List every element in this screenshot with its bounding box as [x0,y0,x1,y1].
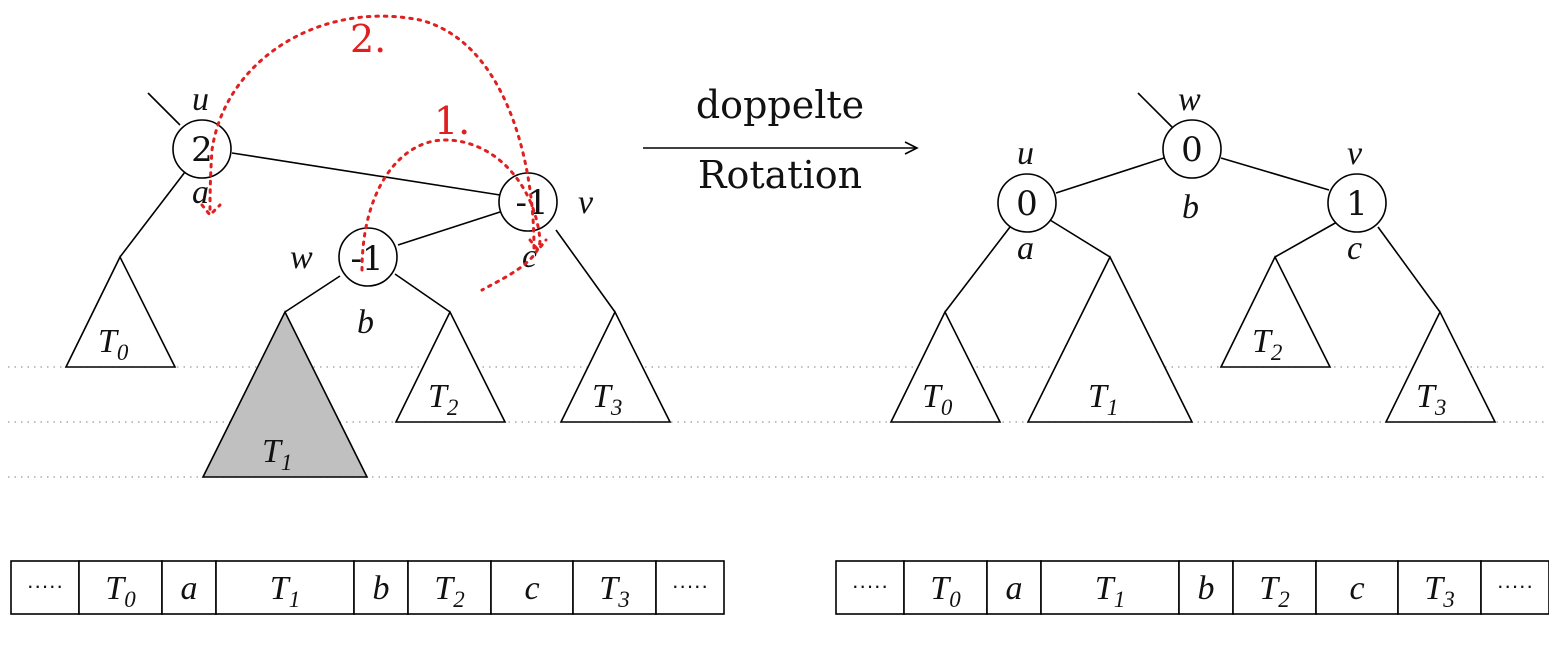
right-seq-cell-3 [1040,560,1180,615]
arrow-label-line2: Rotation [698,153,862,197]
left-subtree-t0 [64,255,177,368]
right-node-w-balance: 0 [1181,130,1203,170]
transformation-arrow: doppelte Rotation [643,83,919,197]
right-t3-label: T3 [1416,378,1446,420]
left-node-w [338,227,398,287]
right-node-v-key: c [1347,230,1362,267]
right-node-w-key: b [1182,189,1199,226]
left-seq-cell-label-6: c [524,570,539,607]
left-subtree-t1 [201,310,369,478]
rotation-arc-2 [208,14,536,250]
edge-parent-w [1137,92,1173,128]
right-seq-cell-6 [1315,560,1399,615]
left-t0-label: T0 [98,323,129,365]
left-seq-cell-0 [10,560,80,615]
left-node-u [172,119,232,179]
left-seq-cell-label-4: b [373,570,390,607]
edge-w-v [1220,157,1330,191]
edge-w-t2 [394,273,451,313]
rotation-annotations: 1. 2. [200,14,548,292]
left-node-w-name: w [290,239,313,276]
right-node-w [1162,119,1222,179]
right-seq-cell-label-0: ····· [852,573,889,598]
left-seq-cell-label-5: T2 [434,570,464,612]
edge-v-t3 [1377,226,1441,313]
right-seq-cell-label-2: a [1006,570,1023,607]
left-tree: T0 T1 T2 T3 2 u a -1 v c -1 w b [64,81,672,478]
right-tree: T0 T1 T2 T3 0 w b 0 u a 1 v c [889,81,1497,423]
right-seq-cell-label-7: T3 [1424,570,1454,612]
right-node-u-name: u [1017,135,1034,172]
left-inorder-sequence: ····· T0 a T1 b T2 c T3 ····· [10,560,725,615]
edge-u-t0 [119,171,186,258]
left-seq-cell-1 [78,560,163,615]
right-inorder-sequence: ····· T0 a T1 b T2 c T3 ····· [835,560,1549,615]
right-seq-cell-label-4: b [1198,570,1215,607]
left-seq-cell-7 [572,560,657,615]
right-seq-cell-label-1: T0 [930,570,961,612]
left-node-v-name: v [578,184,594,221]
left-seq-cell-5 [407,560,492,615]
left-t3-label: T3 [592,378,622,420]
left-subtree-t2 [394,310,507,423]
step-1-label: 1. [434,99,470,143]
left-subtree-t3 [559,310,672,423]
left-seq-cell-2 [161,560,217,615]
left-seq-cell-6 [490,560,574,615]
right-subtree-t1 [1026,255,1194,423]
left-seq-cell-8 [655,560,725,615]
left-node-u-balance: 2 [191,130,213,170]
edge-v-w [397,211,501,246]
right-node-u-balance: 0 [1016,184,1038,224]
right-node-w-name: w [1178,81,1201,118]
left-t1-label: T1 [262,433,292,475]
left-seq-cell-label-8: ····· [672,573,709,598]
left-node-v-key: c [522,238,537,275]
right-subtree-t3 [1384,310,1497,423]
right-seq-cell-7 [1397,560,1482,615]
left-seq-cell-3 [215,560,355,615]
edge-v-t2 [1274,221,1338,258]
edge-w-u [1055,157,1165,194]
left-seq-cell-label-7: T3 [599,570,629,612]
edge-u-t1 [1049,219,1111,258]
right-subtree-t2 [1219,255,1332,368]
left-t2-label: T2 [428,378,458,420]
right-node-u-key: a [1017,230,1034,267]
edge-v-t3 [555,229,616,313]
rotation-arc-1 [360,138,542,292]
left-node-w-balance: -1 [350,239,383,279]
left-node-w-key: b [357,304,374,341]
left-seq-cell-label-0: ····· [27,573,64,598]
left-seq-cell-label-1: T0 [105,570,136,612]
edge-u-t0 [944,226,1011,313]
right-subtree-t0 [889,310,1002,423]
right-node-u [997,173,1057,233]
right-seq-cell-label-5: T2 [1259,570,1289,612]
step-2-label: 2. [350,17,386,61]
right-seq-cell-label-8: ····· [1497,573,1534,598]
left-node-u-name: u [192,81,209,118]
right-seq-cell-4 [1178,560,1234,615]
left-seq-cell-label-2: a [181,570,198,607]
right-t2-label: T2 [1252,323,1282,365]
arrow-head [904,141,919,155]
left-node-u-key: a [192,174,209,211]
right-seq-cell-label-3: T1 [1095,570,1125,612]
left-seq-cell-label-3: T1 [270,570,300,612]
edge-w-t1 [284,275,341,313]
right-seq-cell-8 [1480,560,1549,615]
edge-parent-u [147,92,181,126]
right-t1-label: T1 [1088,378,1118,420]
right-t0-label: T0 [922,378,953,420]
arrow-label-line1: doppelte [696,83,864,127]
right-node-v-balance: 1 [1346,184,1368,224]
right-node-v-name: v [1347,135,1363,172]
right-seq-cell-label-6: c [1349,570,1364,607]
right-node-v [1327,173,1387,233]
edge-u-v [231,152,501,196]
